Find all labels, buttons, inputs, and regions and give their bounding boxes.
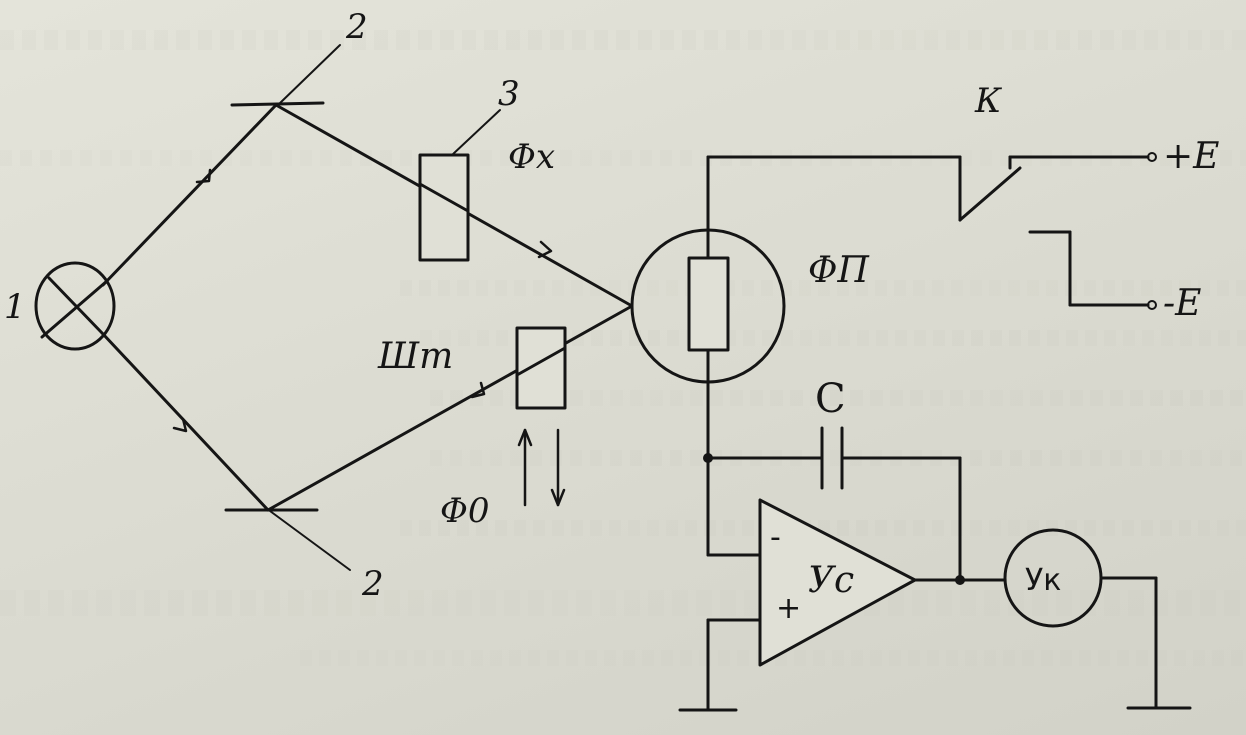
- output-wiring: [913, 528, 1192, 710]
- arrow-down-left-beam: [172, 417, 188, 433]
- supply-wiring: [706, 152, 1157, 310]
- signal-wiring: [706, 348, 962, 582]
- sample-cuvette: [418, 109, 501, 262]
- curtain-shutter: [515, 326, 567, 410]
- amplifier: [758, 498, 917, 667]
- label-photodetector: ΦП: [808, 250, 870, 291]
- label-minus-supply: -E: [1163, 283, 1201, 324]
- curtain-move-arrows: [517, 428, 566, 507]
- label-sample: 3: [498, 74, 520, 114]
- label-curtain: Шт: [377, 336, 453, 377]
- ground-left: [678, 618, 762, 712]
- label-switch: К: [974, 81, 1003, 121]
- label-amp-plus: +: [776, 591, 801, 626]
- label-amp-minus: -: [770, 520, 781, 555]
- label-flux-x: Φx: [508, 137, 555, 177]
- arrow-bottom-beam: [470, 381, 486, 399]
- mirror-bottom: [224, 508, 351, 571]
- label-plus-supply: +E: [1163, 136, 1219, 177]
- label-flux-0: Φ0: [440, 491, 490, 531]
- label-mirror-bottom: 2: [361, 564, 384, 604]
- beam-through-sample: [418, 182, 470, 213]
- junction-dot-output: [955, 575, 965, 585]
- photodetector: [630, 228, 786, 384]
- junction-dot-capacitor: [703, 453, 713, 463]
- arrow-up-left-beam: [195, 168, 212, 184]
- label-capacitor: С: [815, 376, 846, 422]
- arrow-top-beam: [537, 240, 553, 259]
- capacitor: [820, 426, 844, 490]
- lamp-source: [34, 261, 116, 351]
- beam-arrows: [172, 168, 553, 433]
- label-mirror-top: 2: [345, 7, 368, 47]
- bleed-through-texture: [0, 30, 1246, 730]
- label-source: 1: [4, 287, 26, 327]
- label-meter: Ук: [1025, 563, 1061, 598]
- label-amplifier: Ус: [808, 560, 854, 601]
- mirror-top: [230, 44, 341, 107]
